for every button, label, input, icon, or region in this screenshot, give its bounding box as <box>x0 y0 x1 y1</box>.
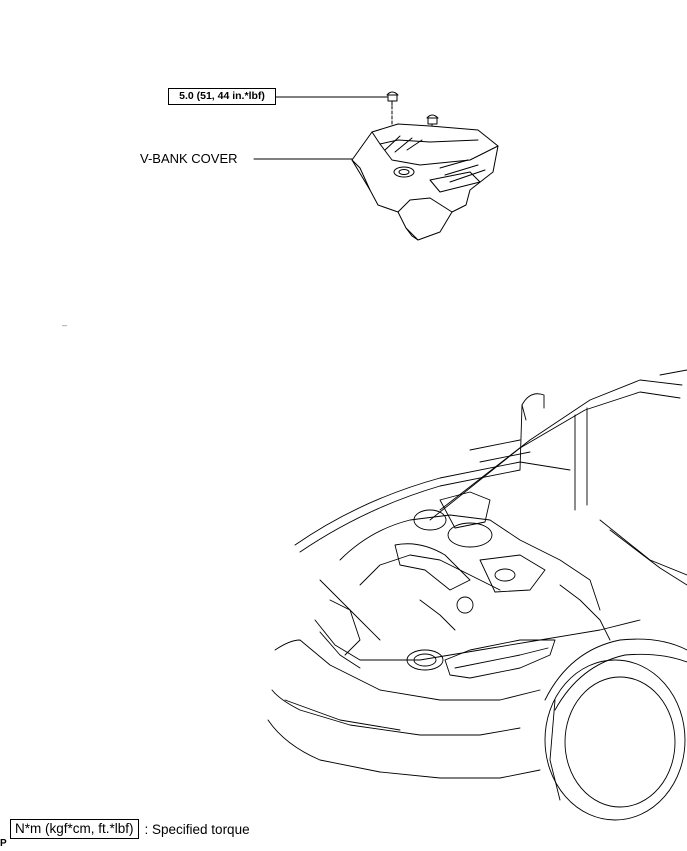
v-bank-cover-label: V-BANK COVER <box>140 151 238 166</box>
cover-nut-left <box>386 91 399 106</box>
torque-callout-box: 5.0 (51, 44 in.*lbf) <box>168 88 276 105</box>
torque-legend: N*m (kgf*cm, ft.*lbf) : Specified torque <box>10 819 250 839</box>
cover-nut-right <box>426 114 439 129</box>
vehicle-engine-bay-illustration <box>267 369 687 821</box>
legend-unit-box: N*m (kgf*cm, ft.*lbf) <box>10 819 139 839</box>
figure-code: P <box>0 838 7 849</box>
v-bank-cover <box>351 123 499 241</box>
legend-description: : Specified torque <box>144 821 250 837</box>
stray-mark: – <box>62 320 68 330</box>
